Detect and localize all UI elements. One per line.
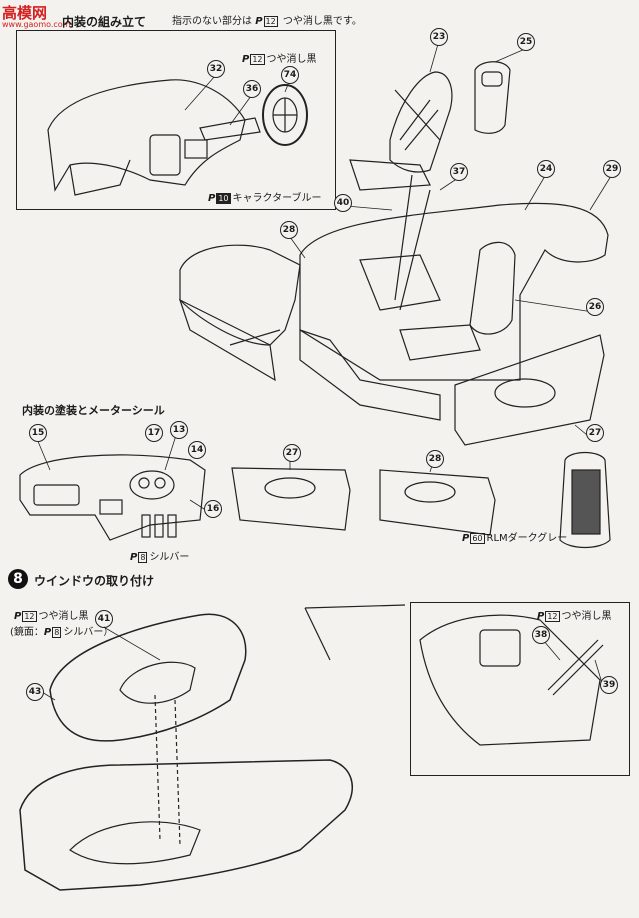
- part-28-callout-a: 28: [280, 221, 298, 239]
- watermark-logo: 高模网: [2, 4, 48, 22]
- step-8-badge: 8: [8, 569, 28, 589]
- part-74-callout: 74: [281, 66, 299, 84]
- part-26-callout: 26: [586, 298, 604, 316]
- part-39-callout: 39: [600, 676, 618, 694]
- part-14-callout: 14: [188, 441, 206, 459]
- part-27-callout-b: 27: [283, 444, 301, 462]
- part-27-callout-a: 27: [586, 424, 604, 442]
- part-29-callout: 29: [603, 160, 621, 178]
- part-16-callout: 16: [204, 500, 222, 518]
- part-13-callout: 13: [170, 421, 188, 439]
- part-15-callout: 15: [29, 424, 47, 442]
- meter-section-title: 内装の塗装とメーターシール: [22, 404, 165, 417]
- window-detail-panel: [410, 602, 630, 776]
- part-36-callout: 36: [243, 80, 261, 98]
- part-23-callout: 23: [430, 28, 448, 46]
- part-28-callout-b: 28: [426, 450, 444, 468]
- part-37-callout: 37: [450, 163, 468, 181]
- interior-assembly-title: 内装の組み立て: [62, 15, 147, 29]
- part-40-callout: 40: [334, 194, 352, 212]
- watermark-url: www.gaomo.com: [2, 20, 71, 29]
- part-32-callout: 32: [207, 60, 225, 78]
- part-38-callout: 38: [532, 626, 550, 644]
- part-25-callout: 25: [517, 33, 535, 51]
- part-17-callout: 17: [145, 424, 163, 442]
- part-41-callout: 41: [95, 610, 113, 628]
- part-43-callout: 43: [26, 683, 44, 701]
- steering-detail-panel: [16, 30, 336, 210]
- step-8-title: ウインドウの取り付け: [34, 574, 155, 588]
- part-24-callout: 24: [537, 160, 555, 178]
